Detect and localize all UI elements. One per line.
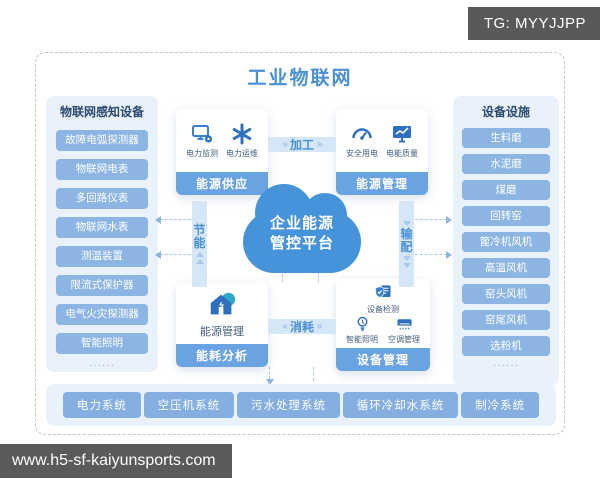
- card-footer-energy-management: 能源管理: [336, 172, 428, 195]
- shield-check-icon: [375, 285, 391, 298]
- connector-line: [160, 219, 191, 220]
- device-pill: 智能照明: [56, 333, 148, 354]
- system-button: 制冷系统: [461, 392, 540, 418]
- device-pill: 测温装置: [56, 246, 148, 267]
- chevron-right-icon: [282, 139, 287, 150]
- left-panel-iot-sensing-devices: 物联网感知设备 故障电弧探测器 物联网电表 多回路仪表 物联网水表 测温装置 限…: [46, 96, 158, 372]
- power-remote-icon: [232, 123, 252, 145]
- feature-ac-management: 空调管理: [388, 315, 420, 345]
- flow-band-processing: 加工: [268, 137, 336, 152]
- right-panel-header: 设备设施: [481, 105, 530, 119]
- cloud-platform: 企业能源 管控平台: [243, 184, 361, 273]
- feature-smart-lighting: 智能照明: [346, 315, 378, 345]
- card-footer-equipment-management: 设备管理: [336, 348, 430, 371]
- connector-line: [282, 265, 283, 282]
- connector-line: [415, 219, 447, 220]
- power-quality-chart-icon: [393, 126, 411, 143]
- air-conditioner-icon: [396, 319, 412, 330]
- system-button: 电力系统: [62, 392, 141, 418]
- device-pill: 电气火灾探测器: [56, 304, 148, 325]
- device-pill: 限流式保护器: [56, 275, 148, 296]
- ellipsis: ······: [493, 360, 519, 371]
- feature-energy-house: 能源管理: [200, 289, 244, 339]
- device-pill: 多回路仪表: [56, 188, 148, 209]
- system-button: 循环冷却水系统: [342, 392, 459, 418]
- chevron-right-icon: [317, 139, 322, 150]
- arrowhead-left-icon: [155, 251, 161, 259]
- chevron-down-icon: [402, 220, 411, 226]
- chevron-left-icon: [317, 321, 322, 332]
- chevron-down-icon: [402, 255, 411, 261]
- connector-line: [313, 367, 314, 381]
- flow-band-consumption: 消耗: [268, 319, 336, 334]
- arrowhead-down-icon: [266, 379, 274, 385]
- diagram-title: 工业物联网: [247, 68, 353, 89]
- feature-power-ops: 电力运维: [226, 122, 258, 159]
- tg-badge: TG: MYYJJPP: [467, 7, 600, 40]
- connector-line: [160, 254, 191, 255]
- bottom-systems-band: 电力系统 空压机系统 污水处理系统 循环冷却水系统 制冷系统: [46, 384, 556, 426]
- safe-electric-gauge-icon: [352, 128, 372, 140]
- facility-pill: 回转窑: [462, 206, 550, 226]
- connector-line: [269, 367, 270, 379]
- energy-house-icon: [210, 292, 236, 314]
- system-button: 空压机系统: [143, 392, 235, 418]
- flow-band-energy-saving: 节能: [192, 201, 207, 287]
- diagram-frame: 工业物联网 物联网感知设备 故障电弧探测器 物联网电表 多回路仪表 物联网水表 …: [35, 52, 565, 435]
- bulb-icon: [357, 316, 367, 331]
- feature-equipment-check: 设备检测: [367, 282, 399, 315]
- facility-pill: 高温风机: [462, 258, 550, 278]
- device-pill: 故障电弧探测器: [56, 130, 148, 151]
- flow-band-distribution: 输配: [399, 201, 414, 287]
- device-pill: 物联网水表: [56, 217, 148, 238]
- connector-line: [318, 267, 319, 282]
- card-footer-energy-supply: 能源供应: [176, 172, 268, 195]
- watermark-url: www.h5-sf-kaiyunsports.com: [0, 444, 232, 478]
- right-panel-equipment-facilities: 设备设施 生料磨 水泥磨 煤磨 回转窑 篦冷机风机 高温风机 窑头风机 窑尾风机…: [453, 96, 559, 386]
- facility-pill: 窑尾风机: [462, 310, 550, 330]
- arrowhead-right-icon: [446, 216, 452, 224]
- left-panel-header: 物联网感知设备: [59, 105, 144, 119]
- facility-pill: 篦冷机风机: [462, 232, 550, 252]
- power-monitor-icon: [192, 125, 213, 143]
- facility-pill: 生料磨: [462, 128, 550, 148]
- arrowhead-right-icon: [446, 251, 452, 259]
- facility-pill: 水泥磨: [462, 154, 550, 174]
- feature-power-quality: 电能质量: [386, 122, 418, 159]
- card-energy-supply: 电力监测 电力运维 能源供应: [176, 109, 268, 195]
- card-energy-management: 安全用电 电能质量 能源管理: [336, 109, 428, 195]
- cloud-platform-label: 企业能源 管控平台: [269, 215, 334, 252]
- chevron-up-icon: [195, 259, 204, 264]
- card-footer-energy-analysis: 能耗分析: [176, 344, 268, 367]
- ellipsis: ······: [89, 360, 115, 371]
- system-button: 污水处理系统: [236, 392, 340, 418]
- facility-pill: 窑头风机: [462, 284, 550, 304]
- chevron-up-icon: [195, 252, 204, 257]
- feature-power-monitoring: 电力监测: [186, 122, 218, 159]
- chevron-left-icon: [282, 321, 287, 332]
- chevron-down-icon: [402, 262, 411, 268]
- facility-pill: 煤磨: [462, 180, 550, 200]
- card-energy-analysis: 能源管理 能耗分析: [176, 283, 268, 367]
- feature-safe-electricity: 安全用电: [346, 122, 378, 159]
- arrowhead-left-icon: [155, 216, 161, 224]
- device-pill: 物联网电表: [56, 159, 148, 180]
- connector-line: [415, 254, 447, 255]
- card-equipment-management: 设备检测 智能照明: [336, 279, 430, 371]
- facility-pill: 选粉机: [462, 336, 550, 356]
